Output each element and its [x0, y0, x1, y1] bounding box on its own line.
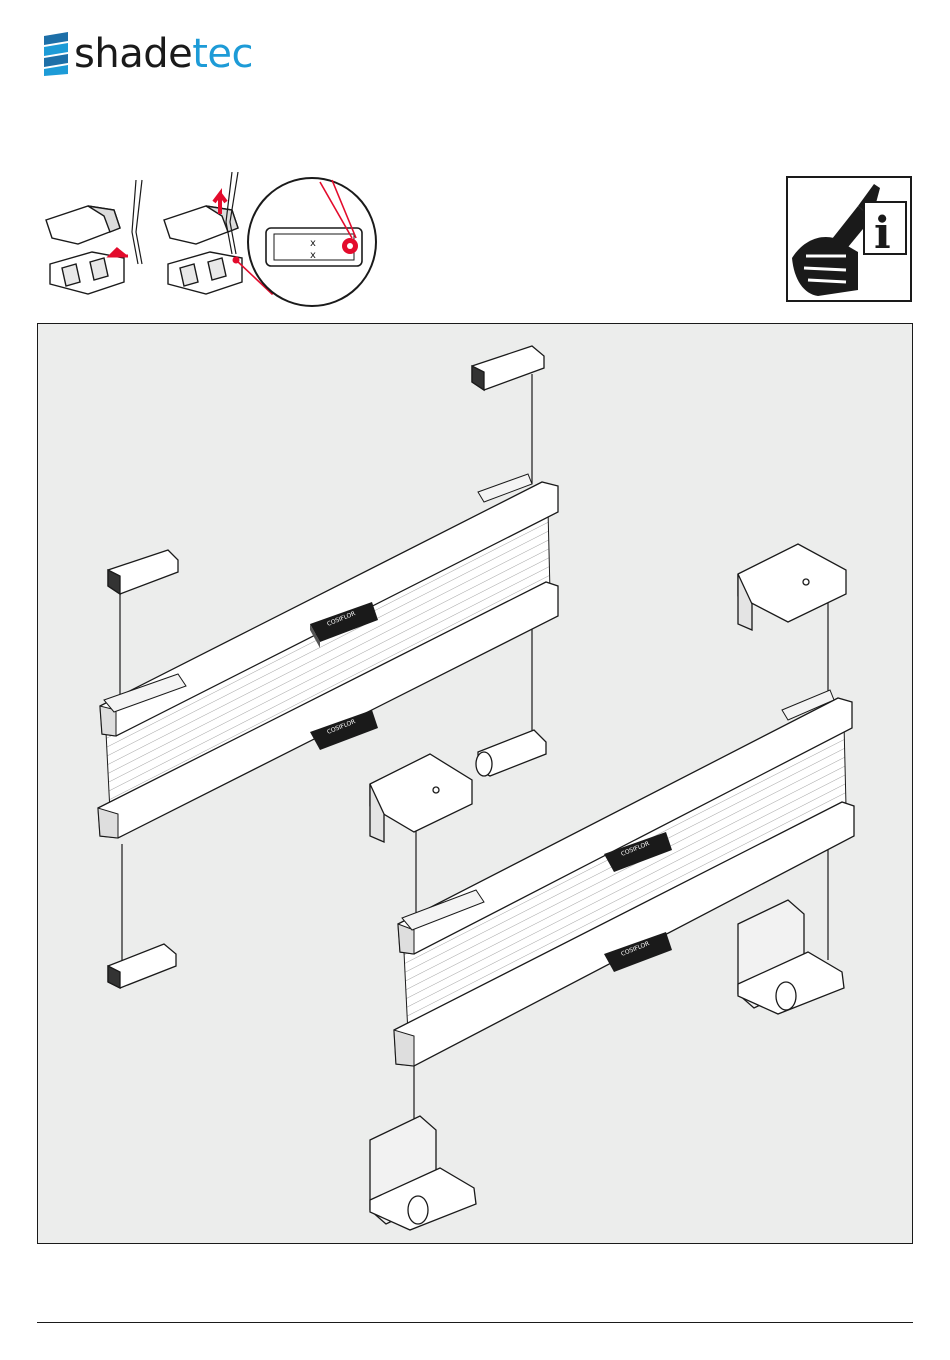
svg-text:x: x [310, 238, 316, 249]
left-floor-bracket [370, 1116, 476, 1230]
brand-logo: shadetec [42, 30, 253, 78]
shadetec-logo-icon [42, 32, 70, 76]
right-top-angle-bracket [738, 544, 846, 630]
svg-text:x: x [310, 250, 316, 261]
left-top-cord-bracket [108, 550, 178, 594]
center-angle-bracket [370, 754, 472, 842]
cord-lock-instruction-illustration: x x [40, 172, 385, 312]
brand-name-part2: tec [192, 31, 253, 77]
left-bottom-cord-weight [108, 944, 176, 988]
screwdriver-info-icon: i [786, 176, 912, 302]
pleated-blind-installation-drawing: COSIFLOR COSIFLOR [38, 324, 913, 1244]
cord-clip-step-1 [46, 206, 124, 294]
footer-divider [37, 1322, 913, 1323]
brand-name-part1: shade [74, 31, 192, 77]
installation-illustration-panel: COSIFLOR COSIFLOR [37, 323, 913, 1244]
upper-cord-bracket [472, 346, 544, 390]
right-end-cord-weight [476, 730, 546, 776]
magnified-cord-lock-detail: x x [248, 178, 376, 306]
info-letter: i [874, 208, 891, 259]
